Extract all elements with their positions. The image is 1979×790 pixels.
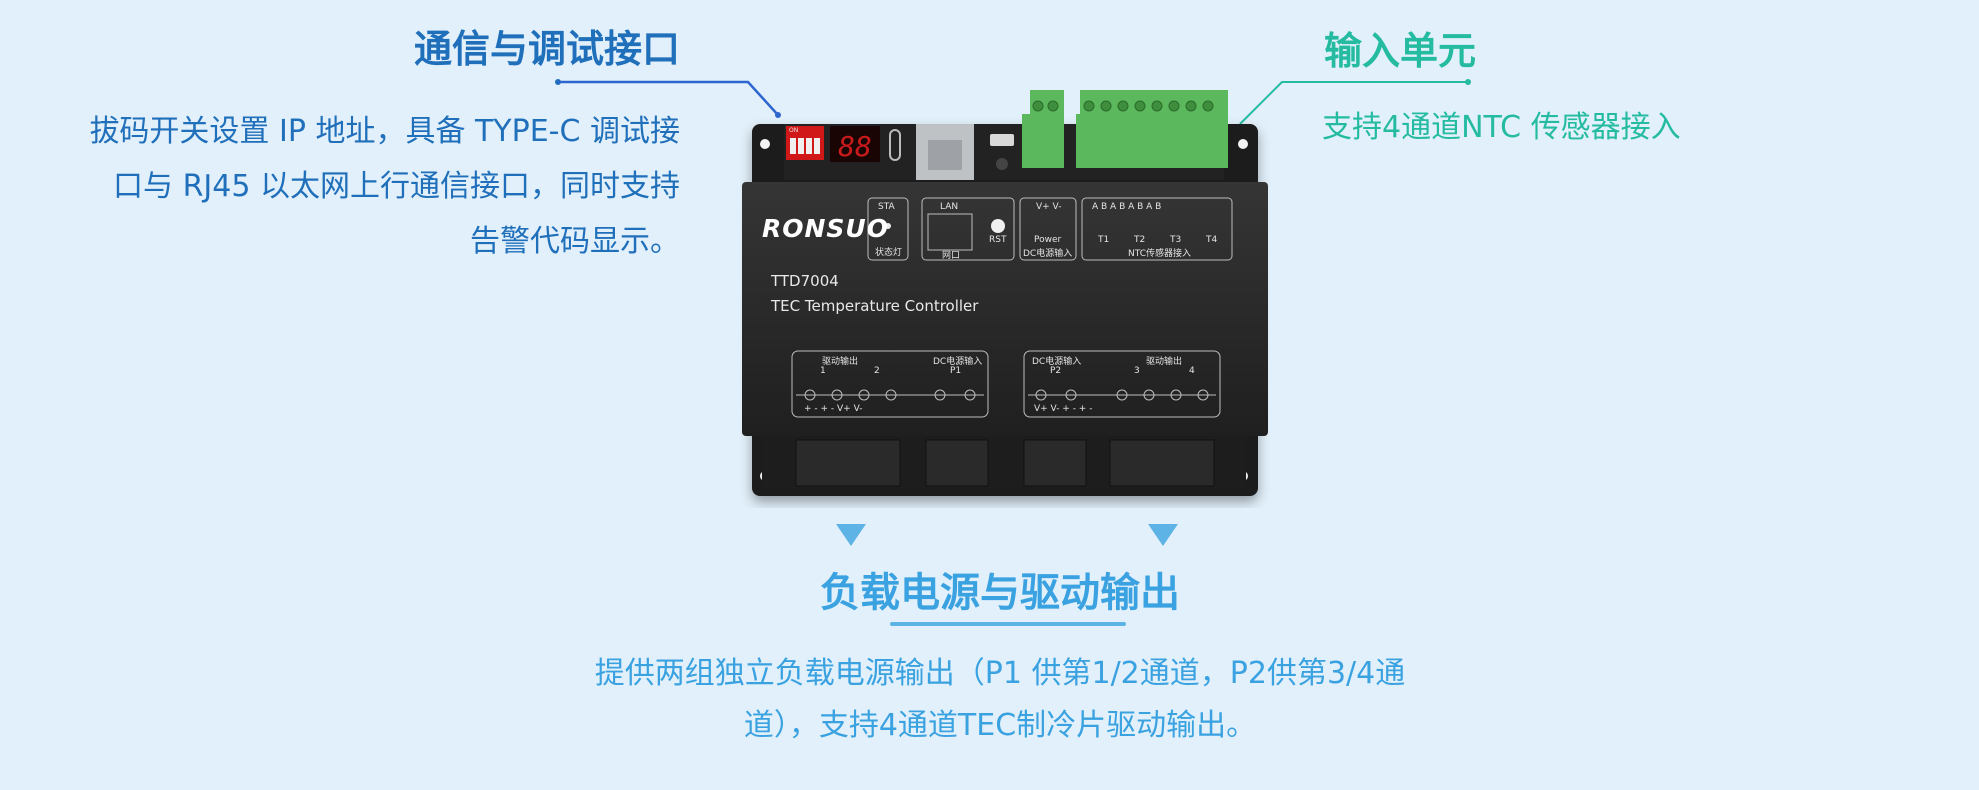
ntc-pins-label: A B A B A B A B — [1092, 202, 1162, 212]
dc-input-left-label: DC电源输入 — [933, 357, 983, 367]
channel-1-label: 1 — [820, 366, 826, 376]
comm-interface-title: 通信与调试接口 — [413, 27, 680, 71]
left-pins-label: + - + - V+ V- — [804, 404, 863, 414]
t2-label: T2 — [1134, 235, 1146, 245]
model-number: TTD7004 — [771, 272, 839, 290]
arrow-down-left-icon — [836, 524, 866, 546]
t4-label: T4 — [1206, 235, 1218, 245]
device-body-graphic: 88 — [742, 90, 1268, 496]
load-title-underline — [890, 622, 1126, 626]
load-desc-line-1: 提供两组独立负载电源输出（P1 供第1/2通道，P2供第3/4通 — [594, 656, 1406, 691]
load-power-title: 负载电源与驱动输出 — [820, 570, 1180, 616]
input-unit-title: 输入单元 — [1323, 29, 1476, 73]
model-description: TEC Temperature Controller — [771, 297, 979, 315]
comm-desc-line-1: 拔码开关设置 IP 地址，具备 TYPE-C 调试接 — [89, 114, 680, 149]
power-label: Power — [1034, 235, 1062, 245]
rst-label: RST — [989, 235, 1007, 245]
lan-label: LAN — [940, 202, 959, 212]
drive-output-left-label: 驱动输出 — [822, 357, 859, 367]
input-unit-description: 支持4通道NTC 传感器接入 — [1322, 110, 1681, 145]
power-pins-label: V+ V- — [1036, 202, 1062, 212]
segment-display-icon — [830, 126, 880, 162]
green-terminal-block-icon — [1022, 90, 1228, 168]
comm-desc-line-3: 告警代码显示。 — [470, 224, 680, 259]
load-desc-line-2: 道），支持4通道TEC制冷片驱动输出。 — [743, 708, 1257, 743]
sta-label: STA — [878, 202, 895, 212]
arrow-down-right-icon — [1148, 524, 1178, 546]
comm-interface-description: 拔码开关设置 IP 地址，具备 TYPE-C 调试接 口与 RJ45 以太网上行… — [0, 104, 680, 269]
channel-4-label: 4 — [1189, 366, 1195, 376]
p1-label: P1 — [950, 366, 962, 376]
t3-label: T3 — [1170, 235, 1182, 245]
sta-sub-label: 状态灯 — [875, 248, 903, 258]
dc-input-right-label: DC电源输入 — [1032, 357, 1082, 367]
p2-label: P2 — [1050, 366, 1062, 376]
dip-on-label: ON — [789, 127, 799, 134]
ttd7004-device: 88 — [740, 88, 1270, 508]
usb-c-port-icon — [889, 129, 901, 161]
channel-2-label: 2 — [874, 366, 880, 376]
t1-label: T1 — [1098, 235, 1110, 245]
ntc-input-label: NTC传感器接入 — [1128, 249, 1191, 259]
load-power-description: 提供两组独立负载电源输出（P1 供第1/2通道，P2供第3/4通 道），支持4通… — [440, 648, 1560, 752]
dc-input-label: DC电源输入 — [1023, 249, 1073, 259]
lan-sub-label: 网口 — [942, 251, 961, 261]
input-leader-line — [1239, 79, 1471, 125]
comm-desc-line-2: 口与 RJ45 以太网上行通信接口，同时支持 — [113, 169, 680, 204]
drive-output-right-label: 驱动输出 — [1146, 357, 1183, 367]
svg-text:88: 88 — [838, 130, 872, 163]
right-pins-label: V+ V- + - + - — [1034, 404, 1093, 414]
channel-3-label: 3 — [1134, 366, 1140, 376]
comm-leader-line — [555, 79, 781, 118]
brand-logo: RONSUO — [762, 214, 889, 243]
